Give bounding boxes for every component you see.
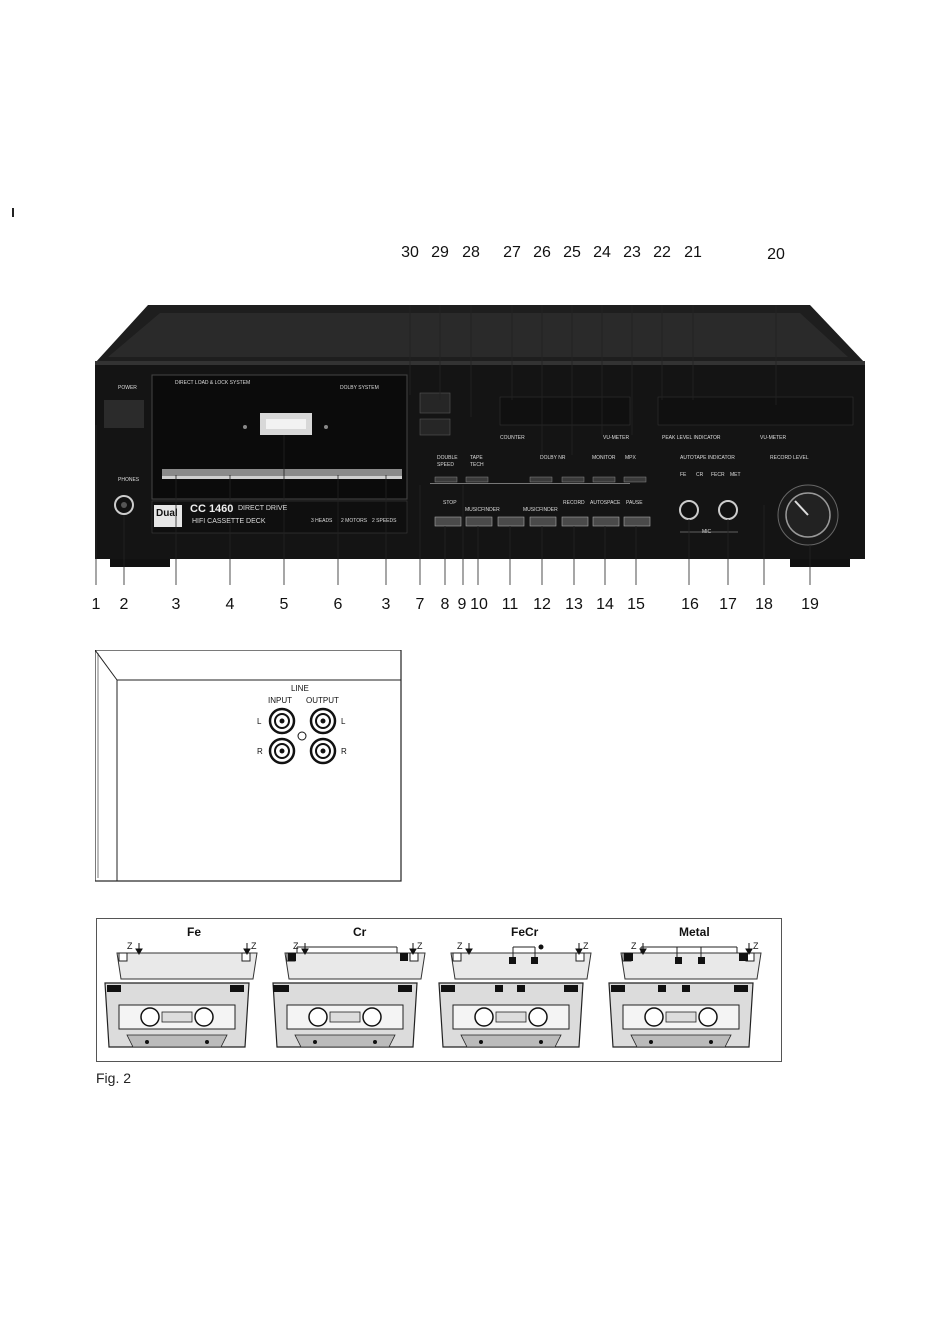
double-label: DOUBLE (437, 455, 458, 461)
callout-29: 29 (431, 244, 449, 261)
callout-24: 24 (593, 244, 611, 261)
callout-3-right: 3 (381, 596, 391, 613)
callout-17: 17 (719, 596, 737, 613)
z-marker-fecr-right: Z (583, 941, 589, 951)
callout-2: 2 (119, 596, 129, 613)
motors-label: 2 MOTORS (341, 518, 368, 524)
stop-label: STOP (443, 500, 457, 506)
pause-label: PAUSE (626, 500, 643, 506)
autotape-fecr: FECR (711, 472, 725, 478)
brand-logo: Dual (156, 508, 178, 519)
z-marker-cr-right: Z (417, 941, 423, 951)
callout-8: 8 (440, 596, 450, 613)
speeds-label: 2 SPEEDS (372, 518, 397, 524)
tape-type-metal-label: Metal (679, 925, 710, 939)
rca-jacks (268, 707, 337, 765)
right-output-label: R (341, 747, 347, 756)
tech-label: TECH (470, 462, 484, 468)
line-label: LINE (291, 684, 309, 693)
callout-22: 22 (653, 244, 671, 261)
peak-level-label: PEAK LEVEL INDICATOR (662, 435, 721, 441)
callout-1: 1 (91, 596, 101, 613)
dolby-label: DOLBY SYSTEM (340, 385, 379, 391)
callout-20: 20 (767, 246, 785, 263)
callout-12: 12 (533, 596, 551, 613)
callout-11: 11 (501, 596, 519, 613)
autospace-label: AUTOSPACE (590, 500, 621, 506)
vu-meter-left-label: VU-METER (603, 435, 630, 441)
right-input-label: R (257, 747, 263, 756)
margin-marker (12, 208, 14, 217)
power-label: POWER (118, 385, 137, 391)
speed-label: SPEED (437, 462, 454, 468)
heads-label: 3 HEADS (311, 518, 333, 524)
z-marker-fe-left: Z (127, 941, 133, 951)
z-marker-fe-right: Z (251, 941, 257, 951)
output-label: OUTPUT (306, 696, 339, 705)
z-marker-fecr-left: Z (457, 941, 463, 951)
callout-27: 27 (503, 244, 521, 261)
musicfinder-right-label: MUSICFINDER (523, 507, 558, 513)
callout-25: 25 (563, 244, 581, 261)
vu-meter-right-label: VU-METER (760, 435, 787, 441)
callout-16: 16 (681, 596, 699, 613)
callout-5: 5 (279, 596, 289, 613)
tape-label: TAPE (470, 455, 483, 461)
rear-panel-illustration (95, 650, 402, 882)
counter-label: COUNTER (500, 435, 525, 441)
mic-label: MIC (702, 529, 712, 535)
autotape-cr: CR (696, 472, 704, 478)
callout-10: 10 (470, 596, 488, 613)
deck-type-label: HIFI CASSETTE DECK (192, 518, 266, 525)
direct-load-label: DIRECT LOAD & LOCK SYSTEM (175, 380, 251, 386)
cassette-drawings (104, 943, 762, 1048)
direct-drive-label: DIRECT DRIVE (238, 505, 288, 512)
figure-caption: Fig. 2 (96, 1070, 132, 1086)
z-marker-cr-left: Z (293, 941, 299, 951)
model-name: CC 1460 (190, 503, 234, 515)
callout-28: 28 (462, 244, 480, 261)
record-label: RECORD (563, 500, 585, 506)
callout-15: 15 (627, 596, 645, 613)
callout-4: 4 (225, 596, 235, 613)
dolby-nr-label: DOLBY NR (540, 455, 566, 461)
callout-18: 18 (755, 596, 773, 613)
autotape-label: AUTOTAPE INDICATOR (680, 455, 735, 461)
callout-30: 30 (401, 244, 419, 261)
autotape-met: MET (730, 472, 741, 478)
autotape-fe: FE (680, 472, 687, 478)
callout-13: 13 (565, 596, 583, 613)
callout-26: 26 (533, 244, 551, 261)
phones-label: PHONES (118, 477, 140, 483)
left-input-label: L (257, 717, 262, 726)
callout-9: 9 (457, 596, 467, 613)
callout-21: 21 (684, 244, 702, 261)
z-marker-metal-left: Z (631, 941, 637, 951)
monitor-label: MONITOR (592, 455, 616, 461)
callout-3-left: 3 (171, 596, 181, 613)
record-level-label: RECORD LEVEL (770, 455, 809, 461)
left-output-label: L (341, 717, 346, 726)
callout-19: 19 (801, 596, 819, 613)
tape-type-fecr-label: FeCr (511, 925, 539, 939)
tape-types-figure: Fe Cr FeCr Metal Z Z Z Z Z Z Z Z (96, 918, 782, 1062)
z-marker-metal-right: Z (753, 941, 759, 951)
cassette-deck-front-panel (95, 305, 865, 585)
tape-type-fe-label: Fe (187, 925, 202, 939)
callout-6: 6 (333, 596, 343, 613)
mpx-label: MPX (625, 455, 636, 461)
tape-type-cr-label: Cr (353, 925, 367, 939)
musicfinder-left-label: MUSICFINDER (465, 507, 500, 513)
callout-14: 14 (596, 596, 614, 613)
callout-7: 7 (415, 596, 425, 613)
callout-23: 23 (623, 244, 641, 261)
input-label: INPUT (268, 696, 292, 705)
